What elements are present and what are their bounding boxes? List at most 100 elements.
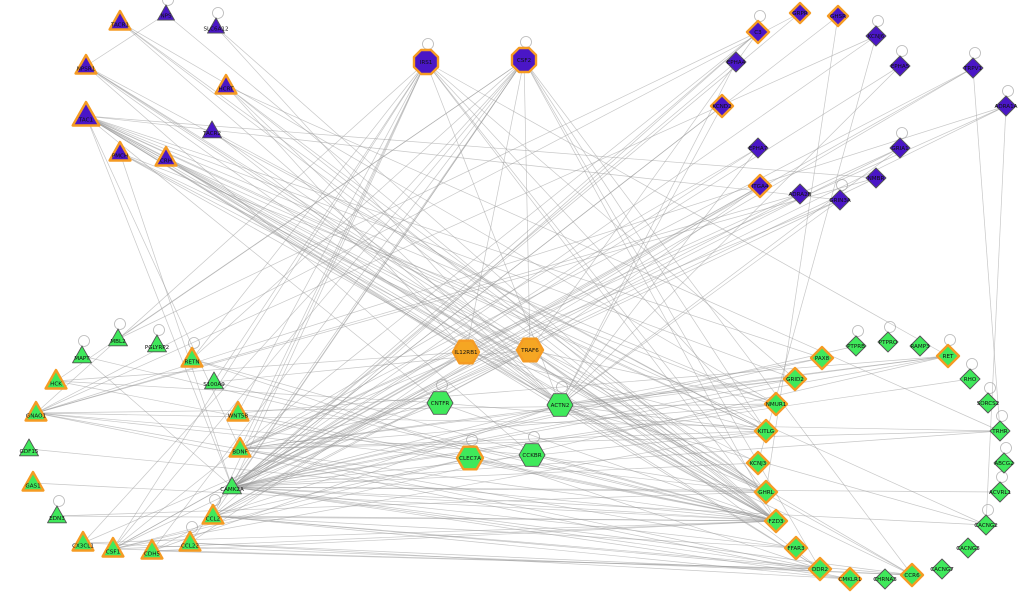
node-ABCG2[interactable]: ABCG2	[993, 452, 1015, 474]
self-loop	[53, 495, 65, 507]
node-NMUR1[interactable]: NMUR1	[763, 391, 789, 417]
edge	[191, 61, 427, 360]
edge	[559, 105, 723, 406]
node-KCNJ3[interactable]: KCNJ3	[745, 450, 771, 476]
self-loop	[188, 337, 200, 349]
triangle-node-shape	[19, 438, 39, 457]
diamond-node-shape	[807, 556, 833, 582]
node-NPSR1[interactable]: NPSR1	[74, 53, 98, 75]
edge	[559, 147, 759, 406]
diamond-node-shape	[935, 343, 961, 369]
node-GAS1[interactable]: GAS1	[21, 470, 45, 492]
node-MBL2[interactable]: MBL2	[108, 328, 128, 347]
edge	[239, 355, 949, 450]
edge	[119, 152, 531, 351]
node-CLEC7A[interactable]: CLEC7A	[455, 445, 485, 471]
node-CSF2[interactable]: CSF2	[510, 46, 538, 74]
node-PTPRO[interactable]: PTPRO	[877, 331, 899, 353]
edge	[231, 402, 441, 488]
node-ADRA1A[interactable]: ADRA1A	[994, 95, 1018, 117]
edge	[559, 404, 767, 432]
node-ITGA4[interactable]: ITGA4	[747, 173, 773, 199]
node-IRS1[interactable]: IRS1	[412, 48, 440, 76]
triangle-node-shape	[108, 328, 128, 347]
node-RET[interactable]: RET	[935, 343, 961, 369]
edge	[225, 85, 767, 493]
node-EDN3[interactable]: EDN3	[47, 505, 67, 524]
edge	[215, 26, 561, 406]
node-HCRT[interactable]: HCRT	[214, 73, 238, 95]
node-ADRA2B[interactable]: ADRA2B	[788, 183, 812, 205]
node-SORCS2[interactable]: SORCS2	[977, 392, 1000, 414]
edge	[231, 355, 949, 488]
node-EPHA7[interactable]: EPHA7	[747, 137, 769, 159]
edge	[119, 152, 777, 522]
node-PGLYRP2[interactable]: PGLYRP2	[145, 334, 169, 353]
node-KCND2[interactable]: KCND2	[709, 93, 735, 119]
node-RETN[interactable]: RETN	[180, 346, 204, 368]
edge	[425, 61, 949, 357]
edge	[523, 59, 777, 522]
node-NPS[interactable]: NPS	[157, 4, 175, 21]
node-GDF15[interactable]: GDF15	[19, 438, 39, 457]
edge	[112, 349, 531, 550]
node-KITLG[interactable]: KITLG	[753, 418, 779, 444]
edge	[28, 448, 777, 522]
node-ACVRL1[interactable]: ACVRL1	[989, 481, 1011, 503]
node-CACNG7[interactable]: CACNG7	[930, 558, 954, 580]
self-loop	[209, 494, 221, 506]
node-HCK[interactable]: HCK	[44, 368, 68, 390]
triangle-node-shape	[178, 530, 202, 552]
diamond-node-shape	[826, 4, 850, 28]
node-TRPV1[interactable]: TRPV1	[962, 57, 984, 79]
node-WNT5B[interactable]: WNT5B	[226, 400, 250, 422]
edge	[191, 358, 821, 570]
node-CDH5[interactable]: CDH5	[140, 538, 164, 560]
edge	[559, 404, 821, 570]
edge	[112, 457, 471, 550]
node-SLC6A12[interactable]: SLC6A12	[203, 17, 229, 34]
node-MAPT[interactable]: MAPT	[72, 345, 92, 364]
diamond-node-shape	[788, 1, 812, 25]
node-GRID2[interactable]: GRID2	[782, 366, 808, 392]
diamond-node-shape	[995, 95, 1017, 117]
node-C3[interactable]: C3	[745, 19, 771, 45]
diamond-node-shape	[975, 514, 997, 536]
edge	[559, 357, 823, 406]
node-IL12RB1[interactable]: IL12RB1	[451, 339, 481, 365]
node-KCNJ6[interactable]: KCNJ6	[865, 25, 887, 47]
node-CACNG3[interactable]: CACNG3	[956, 537, 980, 559]
edge	[231, 486, 821, 570]
triangle-node-shape	[180, 346, 204, 368]
edge	[212, 185, 761, 517]
node-PTPRB[interactable]: PTPRB	[845, 335, 867, 357]
node-TACR1[interactable]: TACR1	[108, 9, 132, 31]
node-TRAF6[interactable]: TRAF6	[515, 337, 545, 363]
node-RHO[interactable]: RHO	[959, 368, 981, 390]
edge	[35, 61, 427, 414]
triangle-node-shape	[140, 538, 164, 560]
edge	[212, 457, 471, 517]
node-GRPR[interactable]: GRPR	[788, 1, 812, 25]
node-CNTFR[interactable]: CNTFR	[426, 391, 454, 415]
node-CCR6[interactable]: CCR6	[899, 562, 925, 588]
diamond-node-shape	[957, 537, 979, 559]
edge	[237, 61, 427, 414]
edge	[212, 349, 531, 517]
edge	[231, 462, 759, 488]
self-loop	[153, 324, 165, 336]
node-CMKLR1[interactable]: CMKLR1	[837, 566, 863, 592]
node-CACNG2[interactable]: CACNG2	[974, 514, 998, 536]
node-RAMP3[interactable]: RAMP3	[909, 335, 931, 357]
node-TRHR[interactable]: TRHR	[989, 420, 1011, 442]
node-PMCH[interactable]: PMCH	[108, 140, 132, 162]
node-CX3CL1[interactable]: CX3CL1	[71, 530, 95, 552]
edge	[559, 61, 737, 406]
edge	[231, 430, 1001, 488]
edge	[85, 13, 167, 67]
node-GHSR[interactable]: GHSR	[826, 4, 850, 28]
node-S100A9[interactable]: S100A9	[203, 371, 225, 390]
edge	[55, 380, 777, 522]
node-TAC1[interactable]: TAC1	[71, 100, 101, 127]
